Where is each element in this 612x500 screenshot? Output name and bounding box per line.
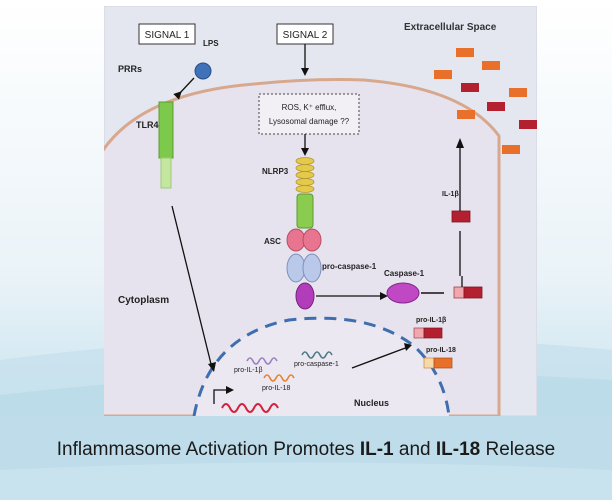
caspase-p20-domain [295,282,315,310]
proil18-nuc-label: pro-IL-18 [262,385,291,392]
translation-arrow [351,346,409,369]
il1b-label: IL-1β [442,191,459,198]
dna-strand [221,403,279,413]
il1b-released [451,210,471,223]
extracellular-label: Extracellular Space [404,22,497,33]
mrna-proil1b [246,357,278,365]
ros-label: ROS, K⁺ efflux, [282,103,337,112]
caption-text-3: Release [480,439,556,460]
caption-text-2: and [393,439,436,460]
extracellular-cytokines [434,48,537,154]
caption-text-1: Inflammasome Activation Promotes [56,439,360,460]
inflammasome-diagram: SIGNAL 1 SIGNAL 2 Extracellular Space LP… [104,6,537,416]
prrs-label: PRRs [118,64,142,74]
mrna-procaspase [301,351,333,359]
lysosomal-label: Lysosomal damage ?? [269,117,350,126]
caspase1-enzyme [386,282,420,304]
procasp-nuc-label: pro-caspase-1 [294,361,339,368]
caption-il1: IL-1 [359,439,394,460]
asc-domain-left [286,228,306,252]
tlr4-label: TLR4 [136,120,159,130]
nucleus-label: Nucleus [354,398,389,408]
tlr4-signal-arrow [171,205,213,369]
lps-molecule [194,62,212,80]
nlrp3-label: NLRP3 [262,167,289,176]
cleaved-prodomain [453,286,465,299]
mrna-proil18 [263,374,295,382]
proil1b-nuc-label: pro-IL-1β [234,367,263,374]
signal2-label: SIGNAL 2 [283,30,328,41]
mature-il1b [463,286,483,299]
transcription-start [213,389,228,404]
procasp-domain-left [286,253,306,283]
caspase1-label: Caspase-1 [384,269,425,278]
proil1b-cyto-prodomain [413,327,425,339]
nlrp3-nacht-domain [296,193,314,229]
asc-label: ASC [264,237,281,246]
lps-label: LPS [203,39,219,48]
cytoplasm-label: Cytoplasm [118,295,169,306]
proil18-cyto-label: pro-IL-18 [426,347,456,354]
caption-il18: IL-18 [435,439,481,460]
proil1b-cyto-label: pro-IL-1β [416,317,447,324]
tlr4-tail [160,157,172,189]
signal1-label: SIGNAL 1 [145,30,190,41]
signal1-box [138,23,196,45]
tlr4-receptor [158,101,174,159]
slide-caption: Inflammasome Activation Promotes IL-1 an… [0,430,612,470]
nucleus-envelope [192,316,451,416]
procasp-domain-right [302,253,322,283]
asc-domain-right [302,228,322,252]
proil18-cyto-body [433,357,453,369]
proil18-cyto-prodomain [423,357,435,369]
nlrp3-lrr-domain [295,157,315,193]
trigger-box [258,93,360,135]
procasp-label: pro-caspase-1 [322,262,377,271]
proil1b-cyto-body [423,327,443,339]
